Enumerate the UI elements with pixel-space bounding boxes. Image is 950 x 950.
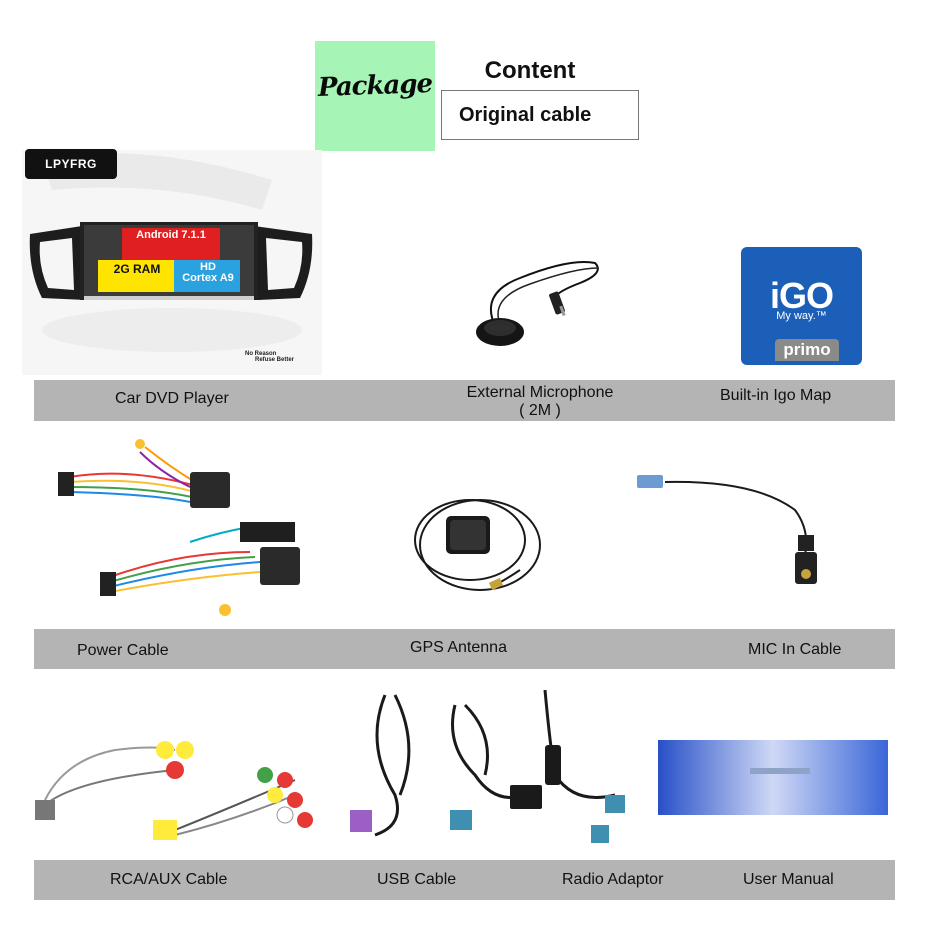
- item-label-mic-in-cable: MIC In Cable: [748, 641, 842, 658]
- rca-aux-cable-image: [35, 741, 313, 840]
- item-sublabel-external-microphone: ( 2M ): [519, 402, 561, 419]
- label-bar-row-2: [34, 629, 895, 669]
- item-label-rca-aux-cable: RCA/AUX Cable: [110, 871, 228, 888]
- content-title: Content: [484, 57, 576, 84]
- igo-edition: primo: [775, 339, 839, 361]
- brand-badge: LPYFRG: [25, 149, 117, 179]
- ram-label: 2G RAM: [113, 262, 161, 276]
- external-microphone-image: [476, 261, 599, 346]
- user-manual-image: [658, 740, 888, 815]
- igo-map-logo: iGO My way.™ primo: [741, 247, 862, 365]
- item-label-radio-adaptor: Radio Adaptor: [562, 871, 664, 888]
- content-box: Original cable: [441, 90, 639, 140]
- package-badge: Package: [315, 41, 435, 151]
- label-bar-row-3: [34, 860, 895, 900]
- cortex-label: Cortex A9: [182, 272, 234, 284]
- power-cable-image: [58, 439, 300, 616]
- usb-radio-cable-image: [350, 689, 625, 843]
- item-label-gps-antenna: GPS Antenna: [410, 639, 507, 656]
- item-label-usb-cable: USB Cable: [377, 871, 457, 888]
- slogan-line-1: No Reason: [245, 351, 277, 357]
- label-bar-row-1: [34, 380, 895, 421]
- cpu-label: HD Cortex A9: [176, 262, 240, 284]
- hd-label: HD: [200, 261, 216, 273]
- item-label-external-microphone: External Microphone: [466, 384, 614, 401]
- android-version-label: Android 7.1.1: [136, 229, 206, 241]
- package-label: Package: [317, 69, 433, 103]
- igo-tagline: My way.™: [776, 310, 827, 322]
- item-label-built-in-igo-map: Built-in Igo Map: [720, 387, 832, 404]
- igo-title: iGO: [769, 275, 834, 316]
- item-label-power-cable: Power Cable: [77, 642, 169, 659]
- car-dvd-player-image: [22, 150, 322, 375]
- slogan-line-2: Refuse Better: [255, 357, 295, 363]
- gps-antenna-image: [414, 499, 541, 591]
- mic-in-cable-image: [637, 475, 817, 584]
- item-label-user-manual: User Manual: [743, 871, 834, 888]
- item-label-car-dvd-player: Car DVD Player: [115, 390, 229, 407]
